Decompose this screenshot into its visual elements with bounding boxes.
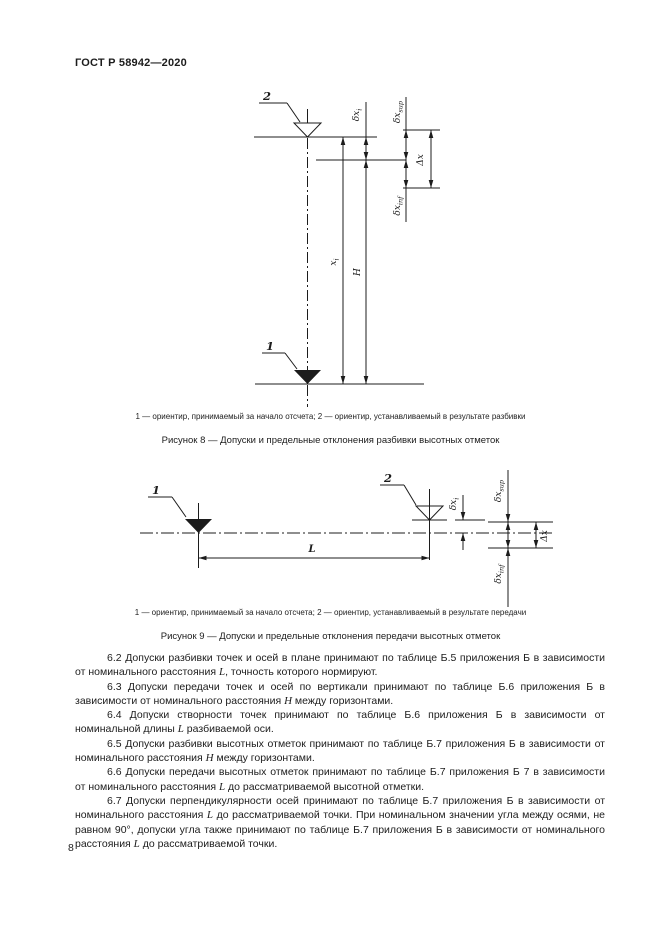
arrowhead-icon xyxy=(505,514,511,522)
figure9-dimension-dxi: δxi xyxy=(449,495,466,550)
figure9-label-L: L xyxy=(307,544,315,555)
benchmark-triangle-open-icon xyxy=(292,122,323,138)
figure9-label-dxi: δxi xyxy=(449,498,461,511)
figure9-label-deltax: Δx xyxy=(540,530,550,543)
arrowhead-icon xyxy=(460,512,466,520)
benchmark-triangle-filled-icon xyxy=(294,370,321,384)
figure8-label-H: H xyxy=(353,268,363,277)
arrowhead-icon xyxy=(533,522,539,530)
figure8-marker2: 2 xyxy=(259,89,323,138)
page-number: 8 xyxy=(68,842,74,854)
figure8-label-deltax: Δx xyxy=(416,154,426,167)
figure9-caption: Рисунок 9 — Допуски и предельные отклоне… xyxy=(160,631,501,642)
figure8-marker1: 1 xyxy=(262,339,321,384)
arrowhead-icon xyxy=(403,160,409,168)
figure8-tolerance-zone: δxsup δxinf Δx xyxy=(393,97,440,222)
leader-line xyxy=(171,496,187,518)
arrowhead-icon xyxy=(403,152,409,160)
arrowhead-icon xyxy=(363,376,369,384)
paragraph-6-2: 6.2 Допуски разбивки точек и осей в план… xyxy=(75,652,605,679)
leader-line xyxy=(284,352,298,370)
standard-designation: ГОСТ Р 58942—2020 xyxy=(75,57,187,69)
arrowhead-icon xyxy=(340,137,346,145)
figure8-dimension-xi: xi xyxy=(329,137,346,384)
paragraph-6-6: 6.6 Допуски передачи высотных отметок пр… xyxy=(75,766,605,793)
figure9-dimension-L: L xyxy=(198,544,430,561)
figure8-caption: Рисунок 8 — Допуски и предельные отклоне… xyxy=(161,435,500,446)
arrowhead-icon xyxy=(421,555,430,561)
paragraph-6-3: 6.3 Допуски передачи точек и осей по вер… xyxy=(75,680,605,707)
arrowhead-icon xyxy=(198,555,207,561)
figure8-drawing: 2 1 xi xyxy=(254,89,440,407)
figure8-label-dxinf: δxinf xyxy=(393,195,405,216)
figures-canvas: 2 1 xi xyxy=(140,89,553,607)
leader-line xyxy=(286,102,301,123)
paragraph-6-4: 6.4 Допуски створности точек принимают п… xyxy=(75,709,605,736)
figure9-note: 1 — ориентир, принимаемый за начало отсч… xyxy=(134,608,527,617)
leader-line xyxy=(403,484,417,506)
figure9-label-dxsup: δxsup xyxy=(494,479,506,502)
figure9-tolerance-zone: δxsup δxinf Δx xyxy=(488,470,553,607)
figure8-label-dxsup: δxsup xyxy=(393,100,405,123)
figure9-drawing: 1 2 L xyxy=(140,470,553,607)
figure8-dimension-dxi-H: δxi H xyxy=(352,102,369,384)
figure9-label-dxinf: δxinf xyxy=(494,563,506,584)
arrowhead-icon xyxy=(428,130,434,138)
arrowhead-icon xyxy=(363,137,369,145)
figure9-marker1: 1 xyxy=(148,483,212,568)
arrowhead-icon xyxy=(505,522,511,530)
figure8-note: 1 — ориентир, принимаемый за начало отсч… xyxy=(135,412,526,421)
figure9-marker2-label: 2 xyxy=(383,471,392,485)
arrowhead-icon xyxy=(505,540,511,548)
arrowhead-icon xyxy=(505,548,511,556)
arrowhead-icon xyxy=(363,160,369,168)
figure9-marker2: 2 xyxy=(380,471,485,560)
arrowhead-icon xyxy=(460,533,466,541)
arrowhead-icon xyxy=(428,180,434,188)
paragraph-6-7: 6.7 Допуски перпендикулярности осей прин… xyxy=(75,794,605,850)
arrowhead-icon xyxy=(403,130,409,138)
arrowhead-icon xyxy=(340,376,346,384)
figure8-marker1-label: 1 xyxy=(266,339,274,353)
figure8-marker2-label: 2 xyxy=(262,89,271,103)
figure8-label-dxi: δxi xyxy=(352,109,364,122)
figure9-marker1-label: 1 xyxy=(152,483,160,497)
arrowhead-icon xyxy=(403,180,409,188)
paragraph-6-5: 6.5 Допуски разбивки высотных отметок пр… xyxy=(75,737,605,765)
arrowhead-icon xyxy=(363,152,369,160)
arrowhead-icon xyxy=(533,540,539,548)
figure8-label-xi: xi xyxy=(329,258,341,265)
body-text: 6.2 Допуски разбивки точек и осей в план… xyxy=(75,651,605,851)
